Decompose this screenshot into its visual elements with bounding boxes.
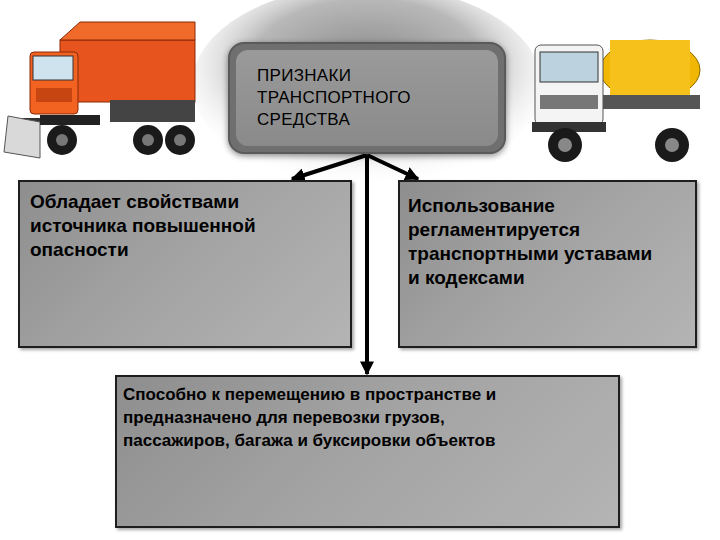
- arrow-connector: [365, 155, 369, 374]
- arrow-connector: [292, 155, 367, 179]
- box-text: ПРИЗНАКИ ТРАНСПОРТНОГО СРЕДСТВА: [257, 65, 432, 131]
- arrow-connector: [367, 155, 418, 179]
- box-text: Обладает свойствами источника повышенной…: [30, 190, 270, 262]
- feature-box: Обладает свойствами источника повышенной…: [18, 180, 352, 348]
- tank-truck: [532, 40, 700, 162]
- feature-box: Использование регламентируется транспорт…: [398, 180, 697, 348]
- box-text: Способно к перемещению в пространстве и …: [123, 383, 543, 452]
- title-box: ПРИЗНАКИ ТРАНСПОРТНОГО СРЕДСТВА: [228, 42, 506, 154]
- feature-box: Способно к перемещению в пространстве и …: [115, 375, 620, 528]
- box-text: Использование регламентируется транспорт…: [408, 194, 663, 290]
- snowplow-truck: [4, 22, 195, 158]
